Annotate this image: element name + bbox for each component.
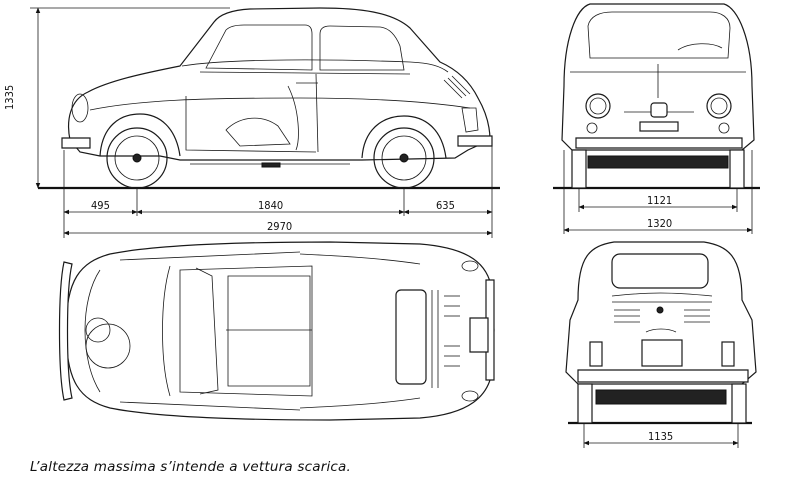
- height-label: 1335: [3, 85, 16, 110]
- width-label: 1320: [647, 217, 672, 230]
- caption: L’altezza massima s’intende a vettura sc…: [30, 459, 351, 475]
- front-view-dimensions: 1121 1320: [563, 150, 753, 234]
- engine-louvers: [431, 290, 460, 388]
- rear-view: [565, 241, 757, 425]
- side-view-dimensions: 1335 495 1840 635 2970: [3, 7, 493, 238]
- wheelbase-label: 1840: [258, 199, 283, 212]
- top-view: [58, 241, 495, 421]
- rear-grille: [614, 309, 710, 323]
- rear-view-dimensions: 1135: [583, 423, 739, 448]
- rear-track-label: 1135: [648, 430, 673, 443]
- length-label: 2970: [267, 220, 292, 233]
- front-overhang-label: 495: [91, 199, 110, 212]
- side-view: [38, 7, 500, 190]
- rear-overhang-label: 635: [436, 199, 455, 212]
- front-track-label: 1121: [647, 194, 672, 207]
- front-view: [553, 3, 760, 190]
